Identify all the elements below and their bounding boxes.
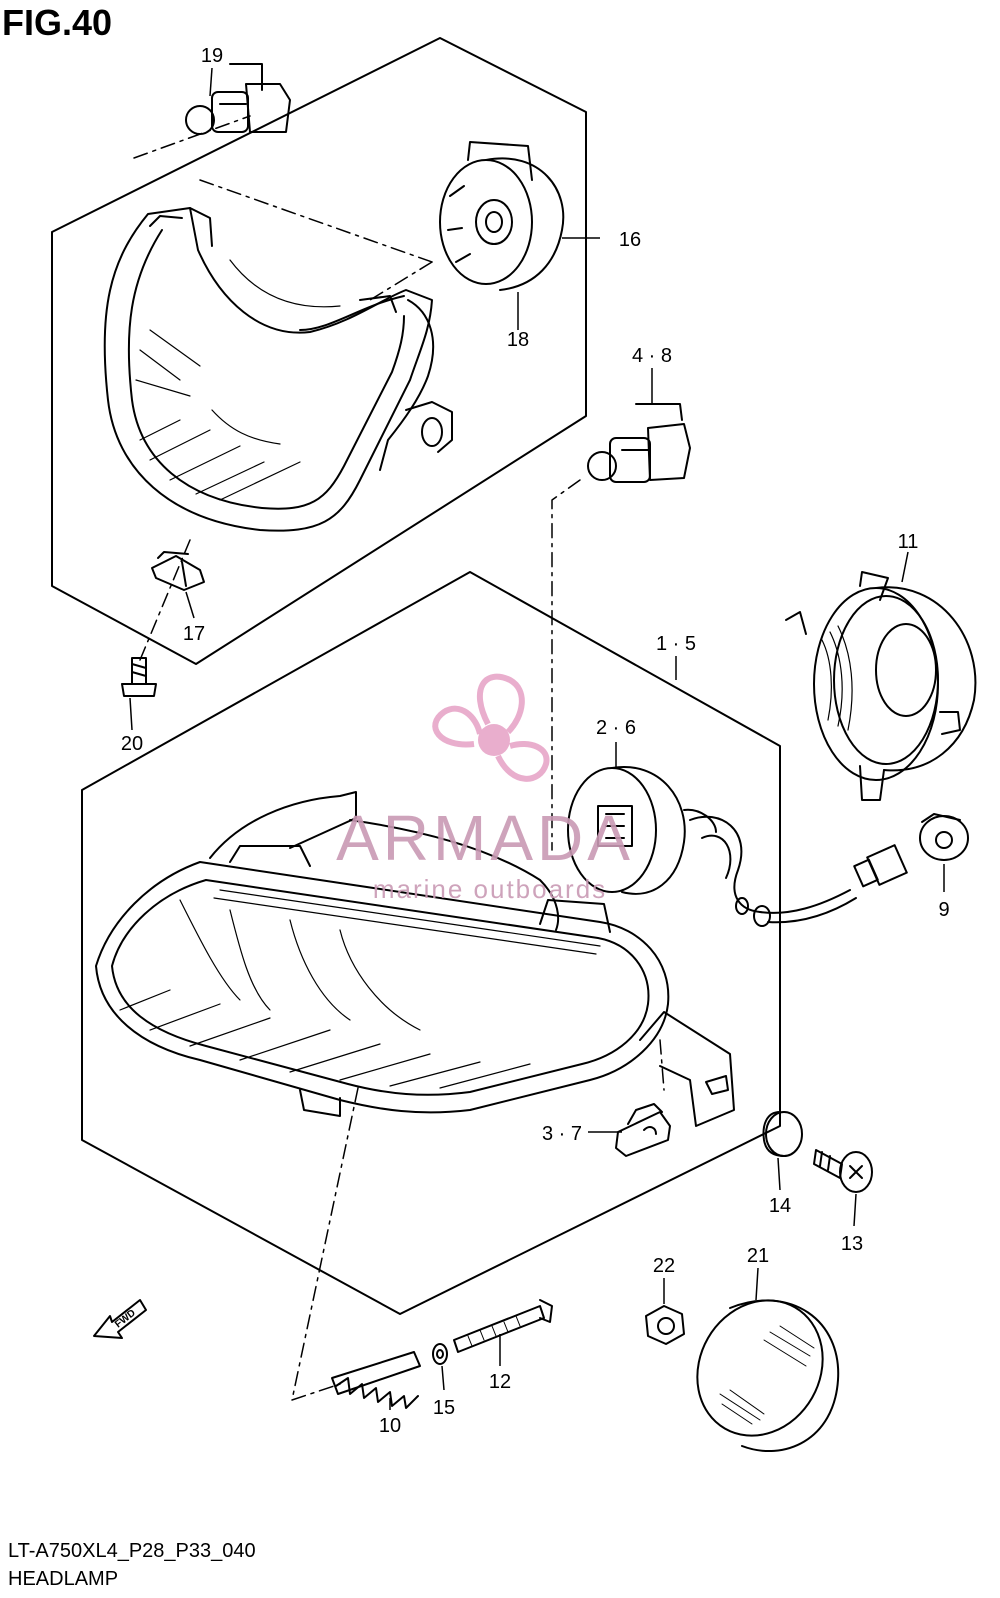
callout-1-5: 1 · 5: [656, 633, 696, 655]
socket-part-2-6: [567, 765, 717, 895]
callout-12: 12: [489, 1371, 511, 1393]
callout-15: 15: [433, 1397, 455, 1419]
figure-title: FIG.40: [2, 2, 113, 43]
lower-group-outline: [81, 571, 781, 1315]
callout-2-6: 2 · 6: [596, 717, 636, 739]
upper-group-outline: [51, 37, 587, 665]
cap-part-16: [439, 141, 565, 291]
diagram-caption: HEADLAMP: [8, 1568, 119, 1590]
bulb-part-19: [185, 63, 291, 135]
ring-part-11: [785, 571, 977, 801]
bolt-part-12: [453, 1299, 553, 1353]
reflector-part-21: [696, 1299, 840, 1453]
screw-part-20: [121, 657, 157, 697]
callout-22: 22: [653, 1255, 675, 1277]
watermark-tagline: marine outboards: [373, 874, 607, 904]
callout-13: 13: [841, 1233, 863, 1255]
washer-part-15: [432, 1343, 448, 1365]
callout-19: 19: [201, 45, 223, 67]
grommet-part-14: [762, 1111, 803, 1157]
grommet-part-9: [919, 813, 969, 861]
propeller-logo-icon: [432, 673, 550, 782]
guide-lines: [133, 115, 665, 1401]
upper-headlamp-housing: [103, 207, 453, 532]
callout-4-8: 4 · 8: [632, 345, 672, 367]
callout-18: 18: [507, 329, 529, 351]
clip-part-3-7: [615, 1103, 671, 1157]
lower-headlamp-assembly: [95, 791, 735, 1127]
callout-9: 9: [938, 899, 949, 921]
callout-11: 11: [898, 531, 919, 553]
fwd-arrow-icon: [93, 1299, 147, 1339]
nut-part-22: [645, 1305, 685, 1345]
clip-part-17: [151, 551, 205, 591]
wire-harness: [689, 815, 908, 927]
callout-10: 10: [379, 1415, 401, 1437]
callout-17: 17: [183, 623, 205, 645]
spring-part-10: [331, 1351, 421, 1409]
callout-21: 21: [747, 1245, 769, 1267]
callout-leaders: [129, 67, 945, 1410]
callout-20: 20: [121, 733, 143, 755]
callout-14: 14: [769, 1195, 791, 1217]
propeller-hub-icon: [478, 724, 510, 756]
bulb-part-4-8: [587, 403, 691, 483]
callout-3-7: 3 · 7: [542, 1123, 582, 1145]
armada-watermark: ARMADA marine outboards: [336, 673, 634, 904]
screw-part-13: [813, 1149, 873, 1193]
callout-16: 16: [619, 229, 641, 251]
watermark-brand: ARMADA: [336, 802, 634, 874]
diagram-code: LT-A750XL4_P28_P33_040: [8, 1540, 256, 1562]
callout-labels: 19 16 18 4 · 8 11 17 20 1 · 5 2 · 6 9 3 …: [121, 45, 950, 1437]
